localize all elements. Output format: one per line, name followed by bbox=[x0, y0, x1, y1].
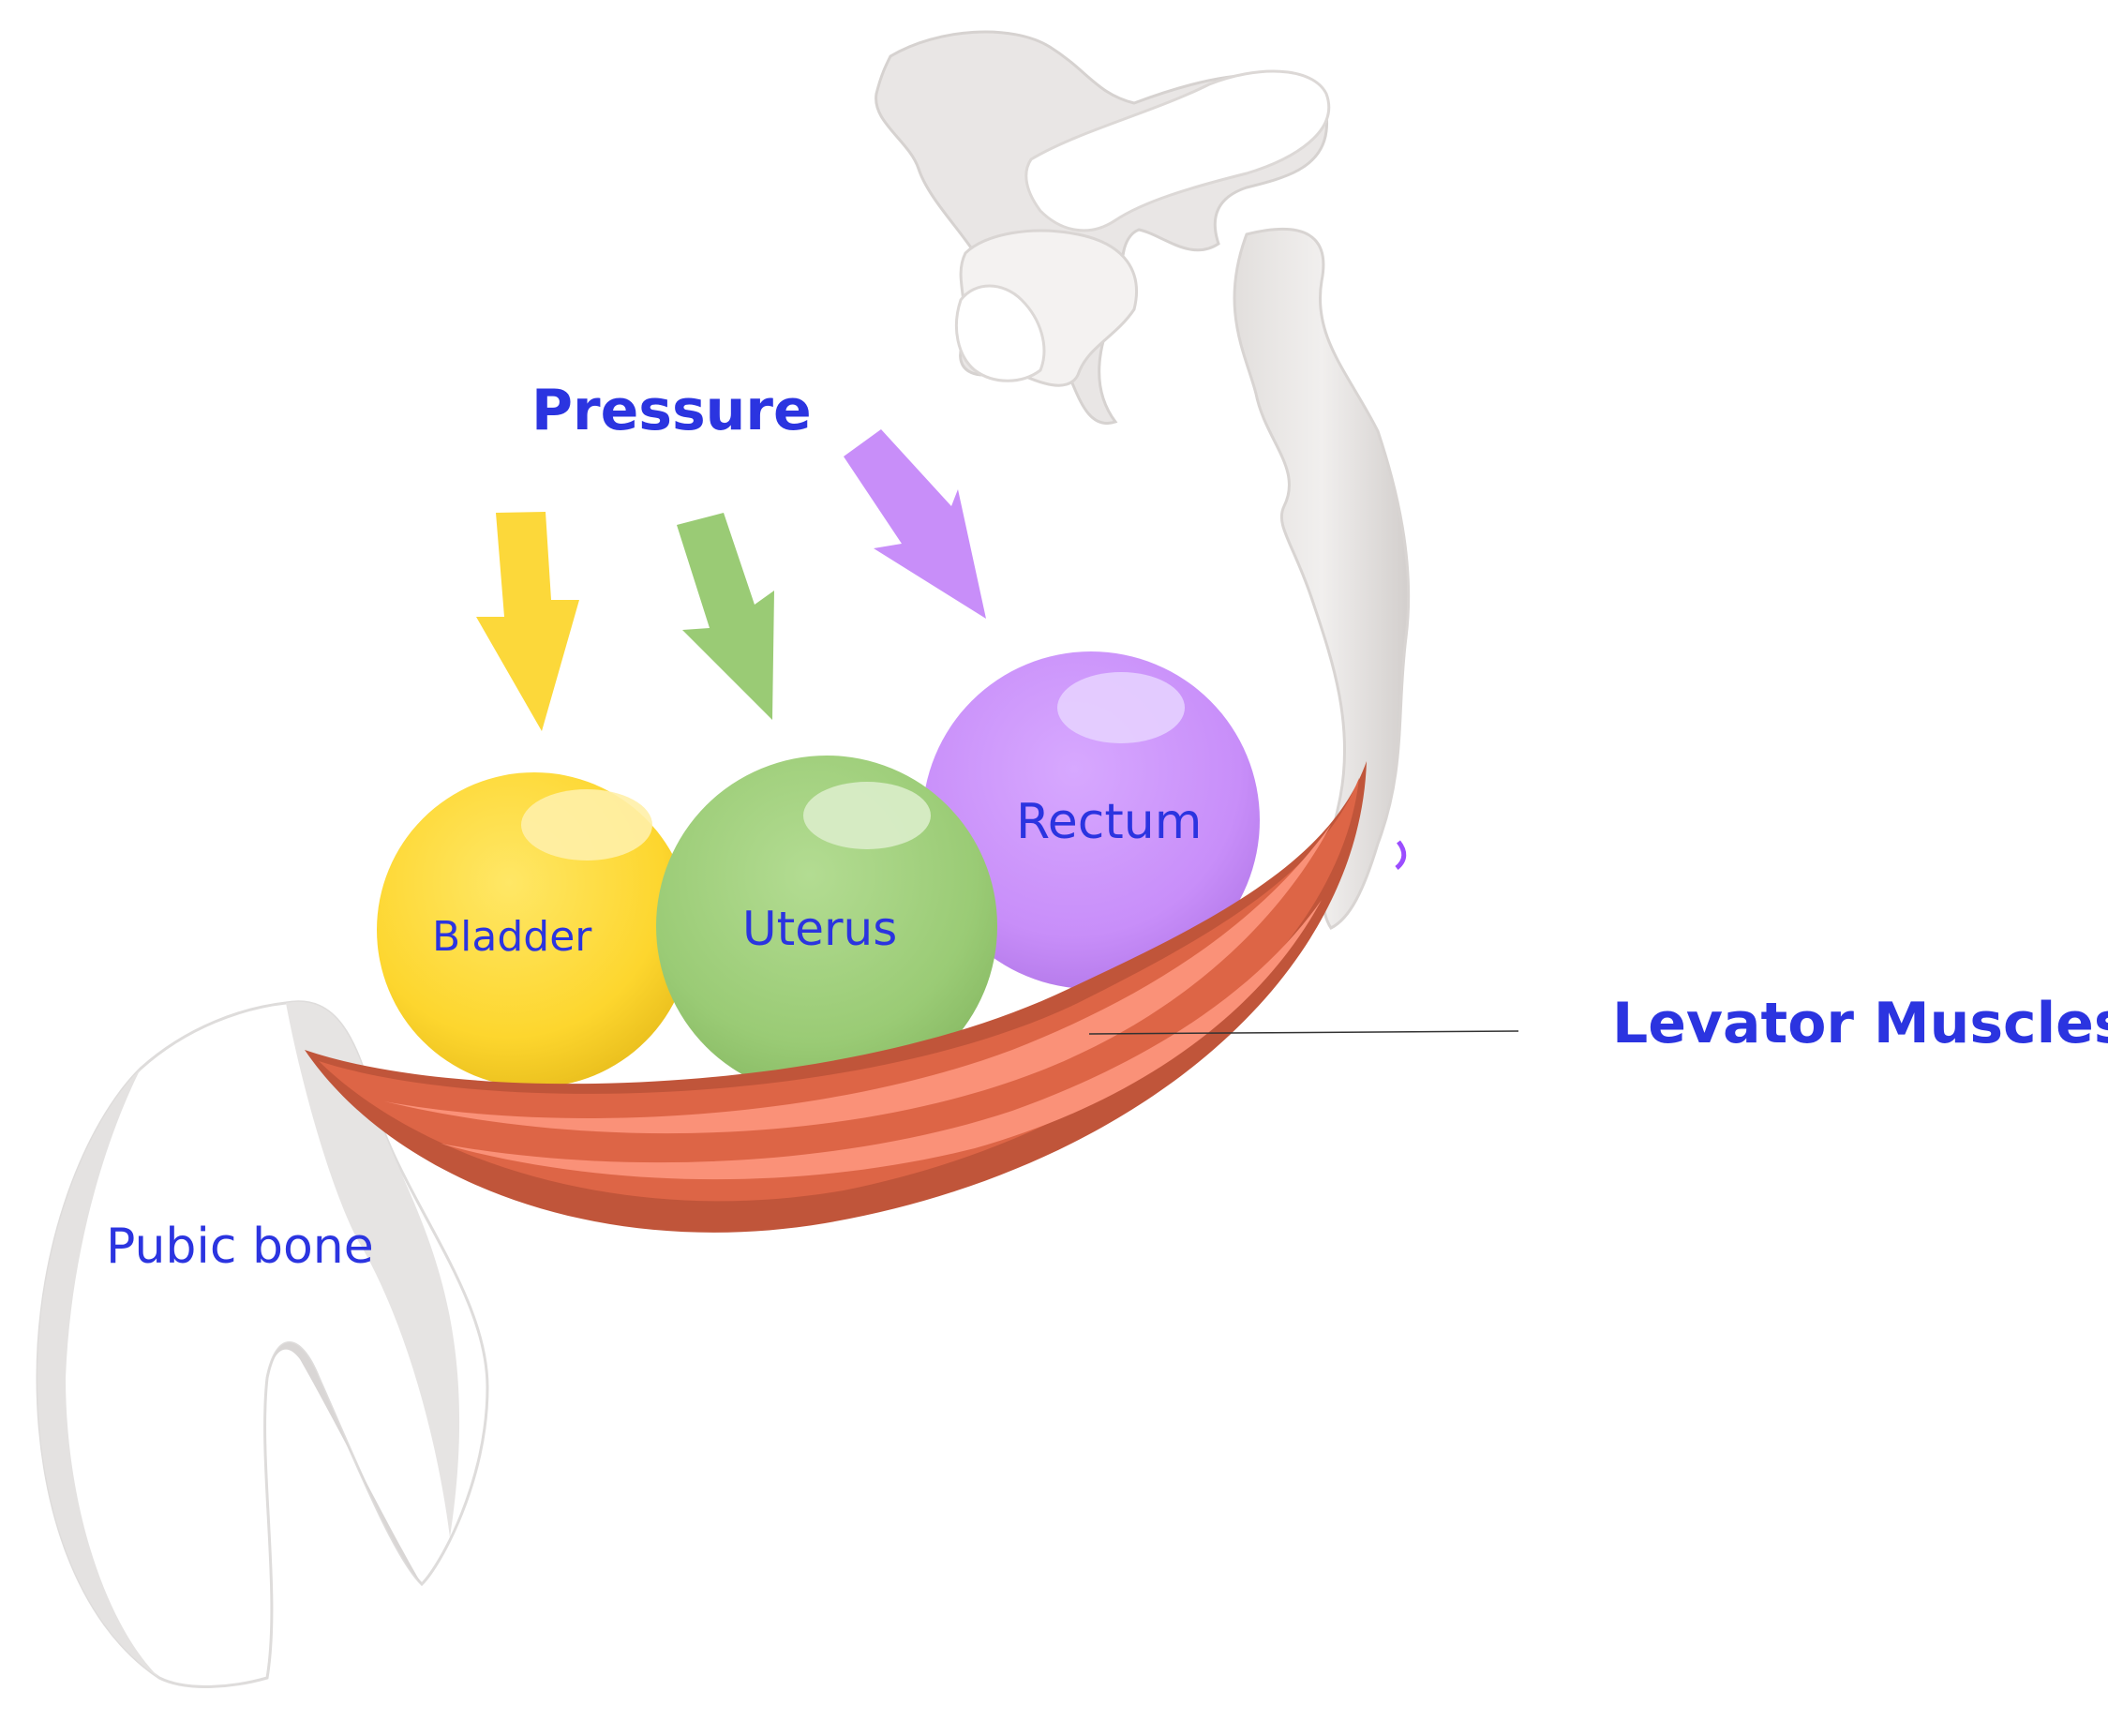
bladder-label: Bladder bbox=[432, 913, 592, 961]
pubic-bone-label: Pubic bone bbox=[106, 1219, 374, 1275]
uterus-highlight bbox=[803, 782, 931, 849]
pubic-bone-inner-shade bbox=[286, 1001, 460, 1537]
pubic-bone-notch bbox=[267, 1342, 422, 1584]
arrow-yellow bbox=[476, 512, 579, 731]
rectum-organ bbox=[922, 651, 1260, 989]
levator-purple-tick bbox=[1395, 840, 1407, 870]
pressure-label: Pressure bbox=[531, 378, 812, 443]
arrow-purple bbox=[844, 429, 986, 619]
rectum-label: Rectum bbox=[1016, 794, 1202, 850]
levator-leader-line bbox=[1088, 1030, 1519, 1035]
pressure-arrows bbox=[476, 429, 986, 731]
bladder-highlight bbox=[521, 789, 652, 861]
levator-muscles-label: Levator Muscles bbox=[1612, 991, 2108, 1056]
sacrum-bone bbox=[875, 30, 1411, 930]
uterus-organ bbox=[656, 756, 997, 1097]
pubic-bone bbox=[36, 1000, 489, 1688]
bladder-organ bbox=[377, 772, 692, 1087]
uterus-label: Uterus bbox=[742, 902, 897, 956]
rectum-highlight bbox=[1057, 672, 1185, 743]
rectum-sphere bbox=[922, 651, 1260, 989]
vertebra-wing bbox=[954, 284, 1046, 382]
uterus-sphere bbox=[656, 756, 997, 1097]
sacrum-shaft bbox=[1233, 227, 1411, 930]
levator-muscle bbox=[305, 761, 1407, 1233]
vertebral-disc bbox=[1024, 69, 1331, 232]
pubic-bone-rim bbox=[37, 1069, 159, 1678]
arrow-green bbox=[677, 513, 774, 720]
